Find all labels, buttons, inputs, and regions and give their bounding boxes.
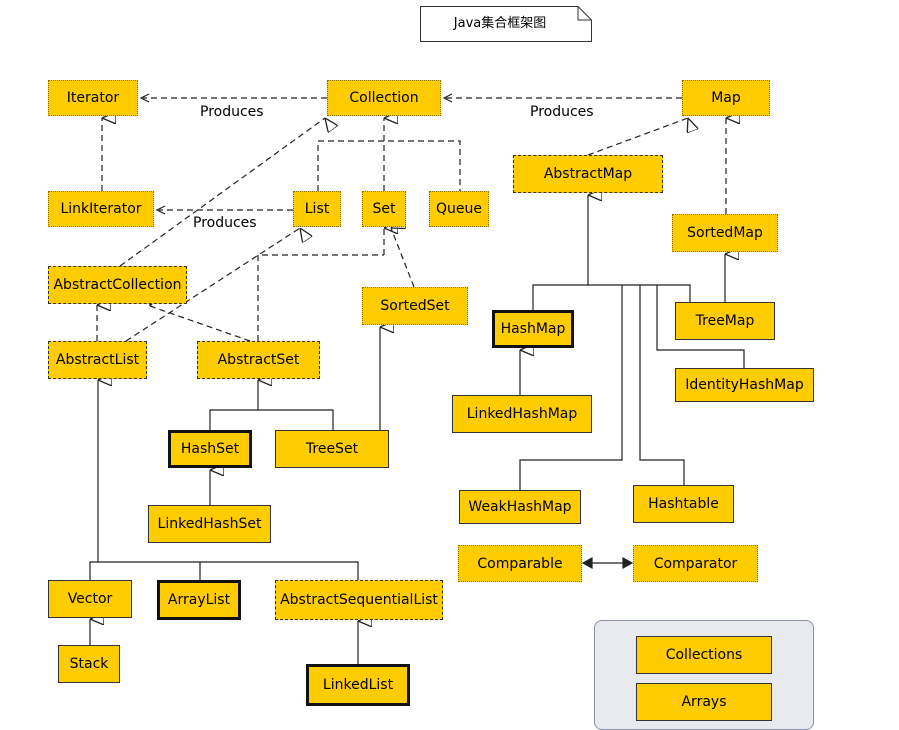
node-comparator: Comparator [633,545,758,582]
title-note: Java集合框架图 [420,6,592,42]
edge-identityhashmap [656,285,745,368]
note-shape [420,6,592,42]
node-abstract-map: AbstractMap [513,155,663,193]
node-abstract-list: AbstractList [48,341,147,379]
node-link-iterator: LinkIterator [48,191,154,227]
arrowhead-comparable [581,556,593,570]
node-hash-set: HashSet [168,430,252,468]
edge-sortedset-set [391,228,415,288]
node-set: Set [362,191,406,227]
edge-interfaces-bus [317,140,461,191]
node-stack: Stack [58,645,120,683]
node-array-list: ArrayList [157,580,241,620]
node-abstract-set: AbstractSet [197,341,320,379]
node-map: Map [682,80,770,116]
edge-lists-bus [89,561,359,580]
node-tree-map: TreeMap [675,302,775,340]
node-abstract-sequential-list: AbstractSequentialList [275,580,443,620]
node-linked-hash-set: LinkedHashSet [148,505,271,543]
produces-label-map: Produces [530,104,594,120]
arrowhead-comparator [622,556,634,570]
edge-abstractmap-map [587,118,688,156]
diagram-title: Java集合框架图 [453,16,547,31]
edge-abstractset-abstractcollection [150,306,251,342]
node-comparable: Comparable [458,545,582,582]
node-collection: Collection [327,80,441,116]
node-weak-hash-map: WeakHashMap [459,490,581,524]
edge-abstractlist-list [125,228,300,342]
node-list: List [293,191,341,227]
edge-abstractset-bus [257,254,384,341]
arrowhead-linkiterator [155,205,166,215]
node-identity-hash-map: IdentityHashMap [675,368,814,402]
edge-weakhashmap [519,285,623,490]
produces-label-iterator: Produces [200,104,264,120]
arrowhead-collection [442,93,453,103]
node-abstract-collection: AbstractCollection [48,266,187,304]
node-sorted-map: SortedMap [672,214,778,252]
node-vector: Vector [48,580,132,618]
produces-label-list: Produces [193,215,257,231]
node-iterator: Iterator [48,80,138,116]
node-linked-list: LinkedList [306,664,410,706]
node-sorted-set: SortedSet [362,287,468,325]
node-arrays: Arrays [636,683,772,721]
node-hashtable: Hashtable [633,485,734,523]
node-tree-set: TreeSet [275,430,389,468]
node-collections: Collections [636,636,772,674]
edge-hashtable [639,285,685,485]
edge-abstractcollection-collection [119,118,325,267]
edge-sets-bus [209,409,334,430]
arrowhead-iterator [139,93,150,103]
node-queue: Queue [429,191,489,227]
edge-maps-bus [532,284,691,310]
node-hash-map: HashMap [492,310,574,348]
node-linked-hash-map: LinkedHashMap [452,395,592,433]
